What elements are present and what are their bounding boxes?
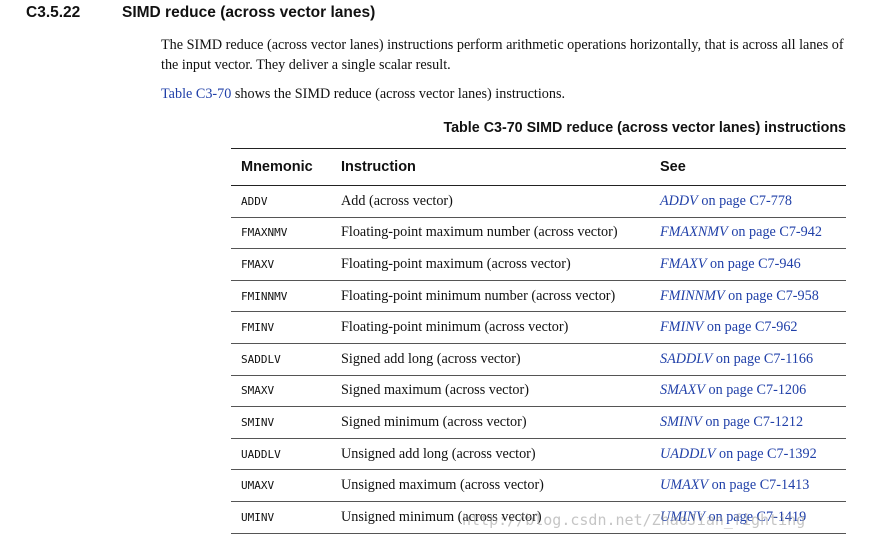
instruction-cell: Unsigned minimum (across vector)	[341, 501, 660, 534]
see-cell: UMAXV on page C7-1413	[660, 469, 846, 502]
see-cell: UMINV on page C7-1419	[660, 501, 846, 534]
reference-name: FMAXNMV	[660, 224, 728, 241]
cross-reference-link[interactable]: UMINV on page C7-1419	[660, 509, 806, 525]
reference-page: on page C7-1392	[715, 445, 817, 462]
mnemonic-cell: UADDLV	[231, 438, 341, 471]
cross-reference-link[interactable]: SMINV on page C7-1212	[660, 414, 803, 430]
reference-page: on page C7-1419	[704, 508, 807, 525]
instruction-cell: Signed add long (across vector)	[341, 343, 660, 376]
see-cell: ADDV on page C7-778	[660, 185, 846, 218]
mnemonic-cell: ADDV	[231, 185, 341, 218]
see-cell: UADDLV on page C7-1392	[660, 438, 846, 471]
reference-name: UMINV	[660, 508, 705, 525]
mnemonic-cell: UMINV	[231, 501, 341, 534]
table-reference-link[interactable]: Table C3-70	[161, 86, 232, 102]
mnemonic-cell: FMINV	[231, 311, 341, 344]
reference-page: on page C7-942	[727, 224, 822, 241]
instruction-cell: Unsigned maximum (across vector)	[341, 469, 660, 502]
header-mnemonic: Mnemonic	[231, 148, 341, 186]
header-see: See	[660, 148, 846, 186]
mnemonic-cell: FMAXV	[231, 248, 341, 281]
table-reference-text: shows the SIMD reduce (across vector lan…	[231, 86, 566, 102]
reference-page: on page C7-1413	[708, 477, 810, 494]
instruction-cell: Floating-point maximum (across vector)	[341, 248, 660, 281]
instruction-cell: Unsigned add long (across vector)	[341, 438, 660, 471]
intro-paragraph: The SIMD reduce (across vector lanes) in…	[161, 37, 844, 73]
mnemonic-cell: SMINV	[231, 406, 341, 439]
header-instruction: Instruction	[341, 148, 660, 186]
reference-page: on page C7-1166	[712, 350, 814, 367]
reference-name: UADDLV	[660, 445, 716, 462]
instruction-cell: Floating-point minimum number (across ve…	[341, 280, 660, 313]
reference-name: SADDLV	[660, 350, 713, 367]
cross-reference-link[interactable]: FMAXNMV on page C7-942	[660, 224, 822, 240]
table-caption: Table C3-70 SIMD reduce (across vector l…	[443, 120, 846, 136]
cross-reference-link[interactable]: UADDLV on page C7-1392	[660, 446, 817, 462]
instruction-cell: Add (across vector)	[341, 185, 660, 218]
reference-page: on page C7-1206	[704, 382, 807, 399]
see-cell: FMAXNMV on page C7-942	[660, 217, 846, 250]
cross-reference-link[interactable]: SMAXV on page C7-1206	[660, 382, 806, 398]
table-reference-paragraph: Table C3-70 shows the SIMD reduce (acros…	[161, 85, 851, 105]
reference-page: on page C7-1212	[701, 413, 804, 430]
reference-name: FMINV	[660, 319, 704, 336]
cross-reference-link[interactable]: FMINNMV on page C7-958	[660, 288, 819, 304]
see-cell: FMINV on page C7-962	[660, 311, 846, 344]
instruction-cell: Floating-point minimum (across vector)	[341, 311, 660, 344]
reference-name: SMINV	[660, 413, 702, 430]
see-cell: SADDLV on page C7-1166	[660, 343, 846, 376]
reference-name: UMAXV	[660, 477, 709, 494]
mnemonic-cell: SMAXV	[231, 375, 341, 408]
mnemonic-cell: FMAXNMV	[231, 217, 341, 250]
instruction-cell: Signed maximum (across vector)	[341, 375, 660, 408]
reference-page: on page C7-778	[697, 192, 793, 209]
reference-name: FMAXV	[660, 255, 707, 272]
cross-reference-link[interactable]: SADDLV on page C7-1166	[660, 351, 813, 367]
see-cell: FMAXV on page C7-946	[660, 248, 846, 281]
cross-reference-link[interactable]: FMINV on page C7-962	[660, 319, 798, 335]
section-number: C3.5.22	[26, 4, 81, 21]
table-header-row: Mnemonic Instruction See	[231, 148, 846, 186]
section-title: SIMD reduce (across vector lanes)	[122, 4, 376, 21]
see-cell: SMAXV on page C7-1206	[660, 375, 846, 408]
reference-page: on page C7-958	[724, 287, 819, 304]
cross-reference-link[interactable]: FMAXV on page C7-946	[660, 256, 801, 272]
reference-name: FMINNMV	[660, 287, 725, 304]
cross-reference-link[interactable]: UMAXV on page C7-1413	[660, 477, 809, 493]
reference-name: SMAXV	[660, 382, 705, 399]
mnemonic-cell: UMAXV	[231, 469, 341, 502]
reference-name: ADDV	[660, 192, 698, 209]
instruction-cell: Floating-point maximum number (across ve…	[341, 217, 660, 250]
see-cell: FMINNMV on page C7-958	[660, 280, 846, 313]
see-cell: SMINV on page C7-1212	[660, 406, 846, 439]
mnemonic-cell: FMINNMV	[231, 280, 341, 313]
reference-page: on page C7-962	[703, 319, 798, 336]
cross-reference-link[interactable]: ADDV on page C7-778	[660, 193, 792, 209]
instruction-cell: Signed minimum (across vector)	[341, 406, 660, 439]
reference-page: on page C7-946	[706, 255, 801, 272]
mnemonic-cell: SADDLV	[231, 343, 341, 376]
